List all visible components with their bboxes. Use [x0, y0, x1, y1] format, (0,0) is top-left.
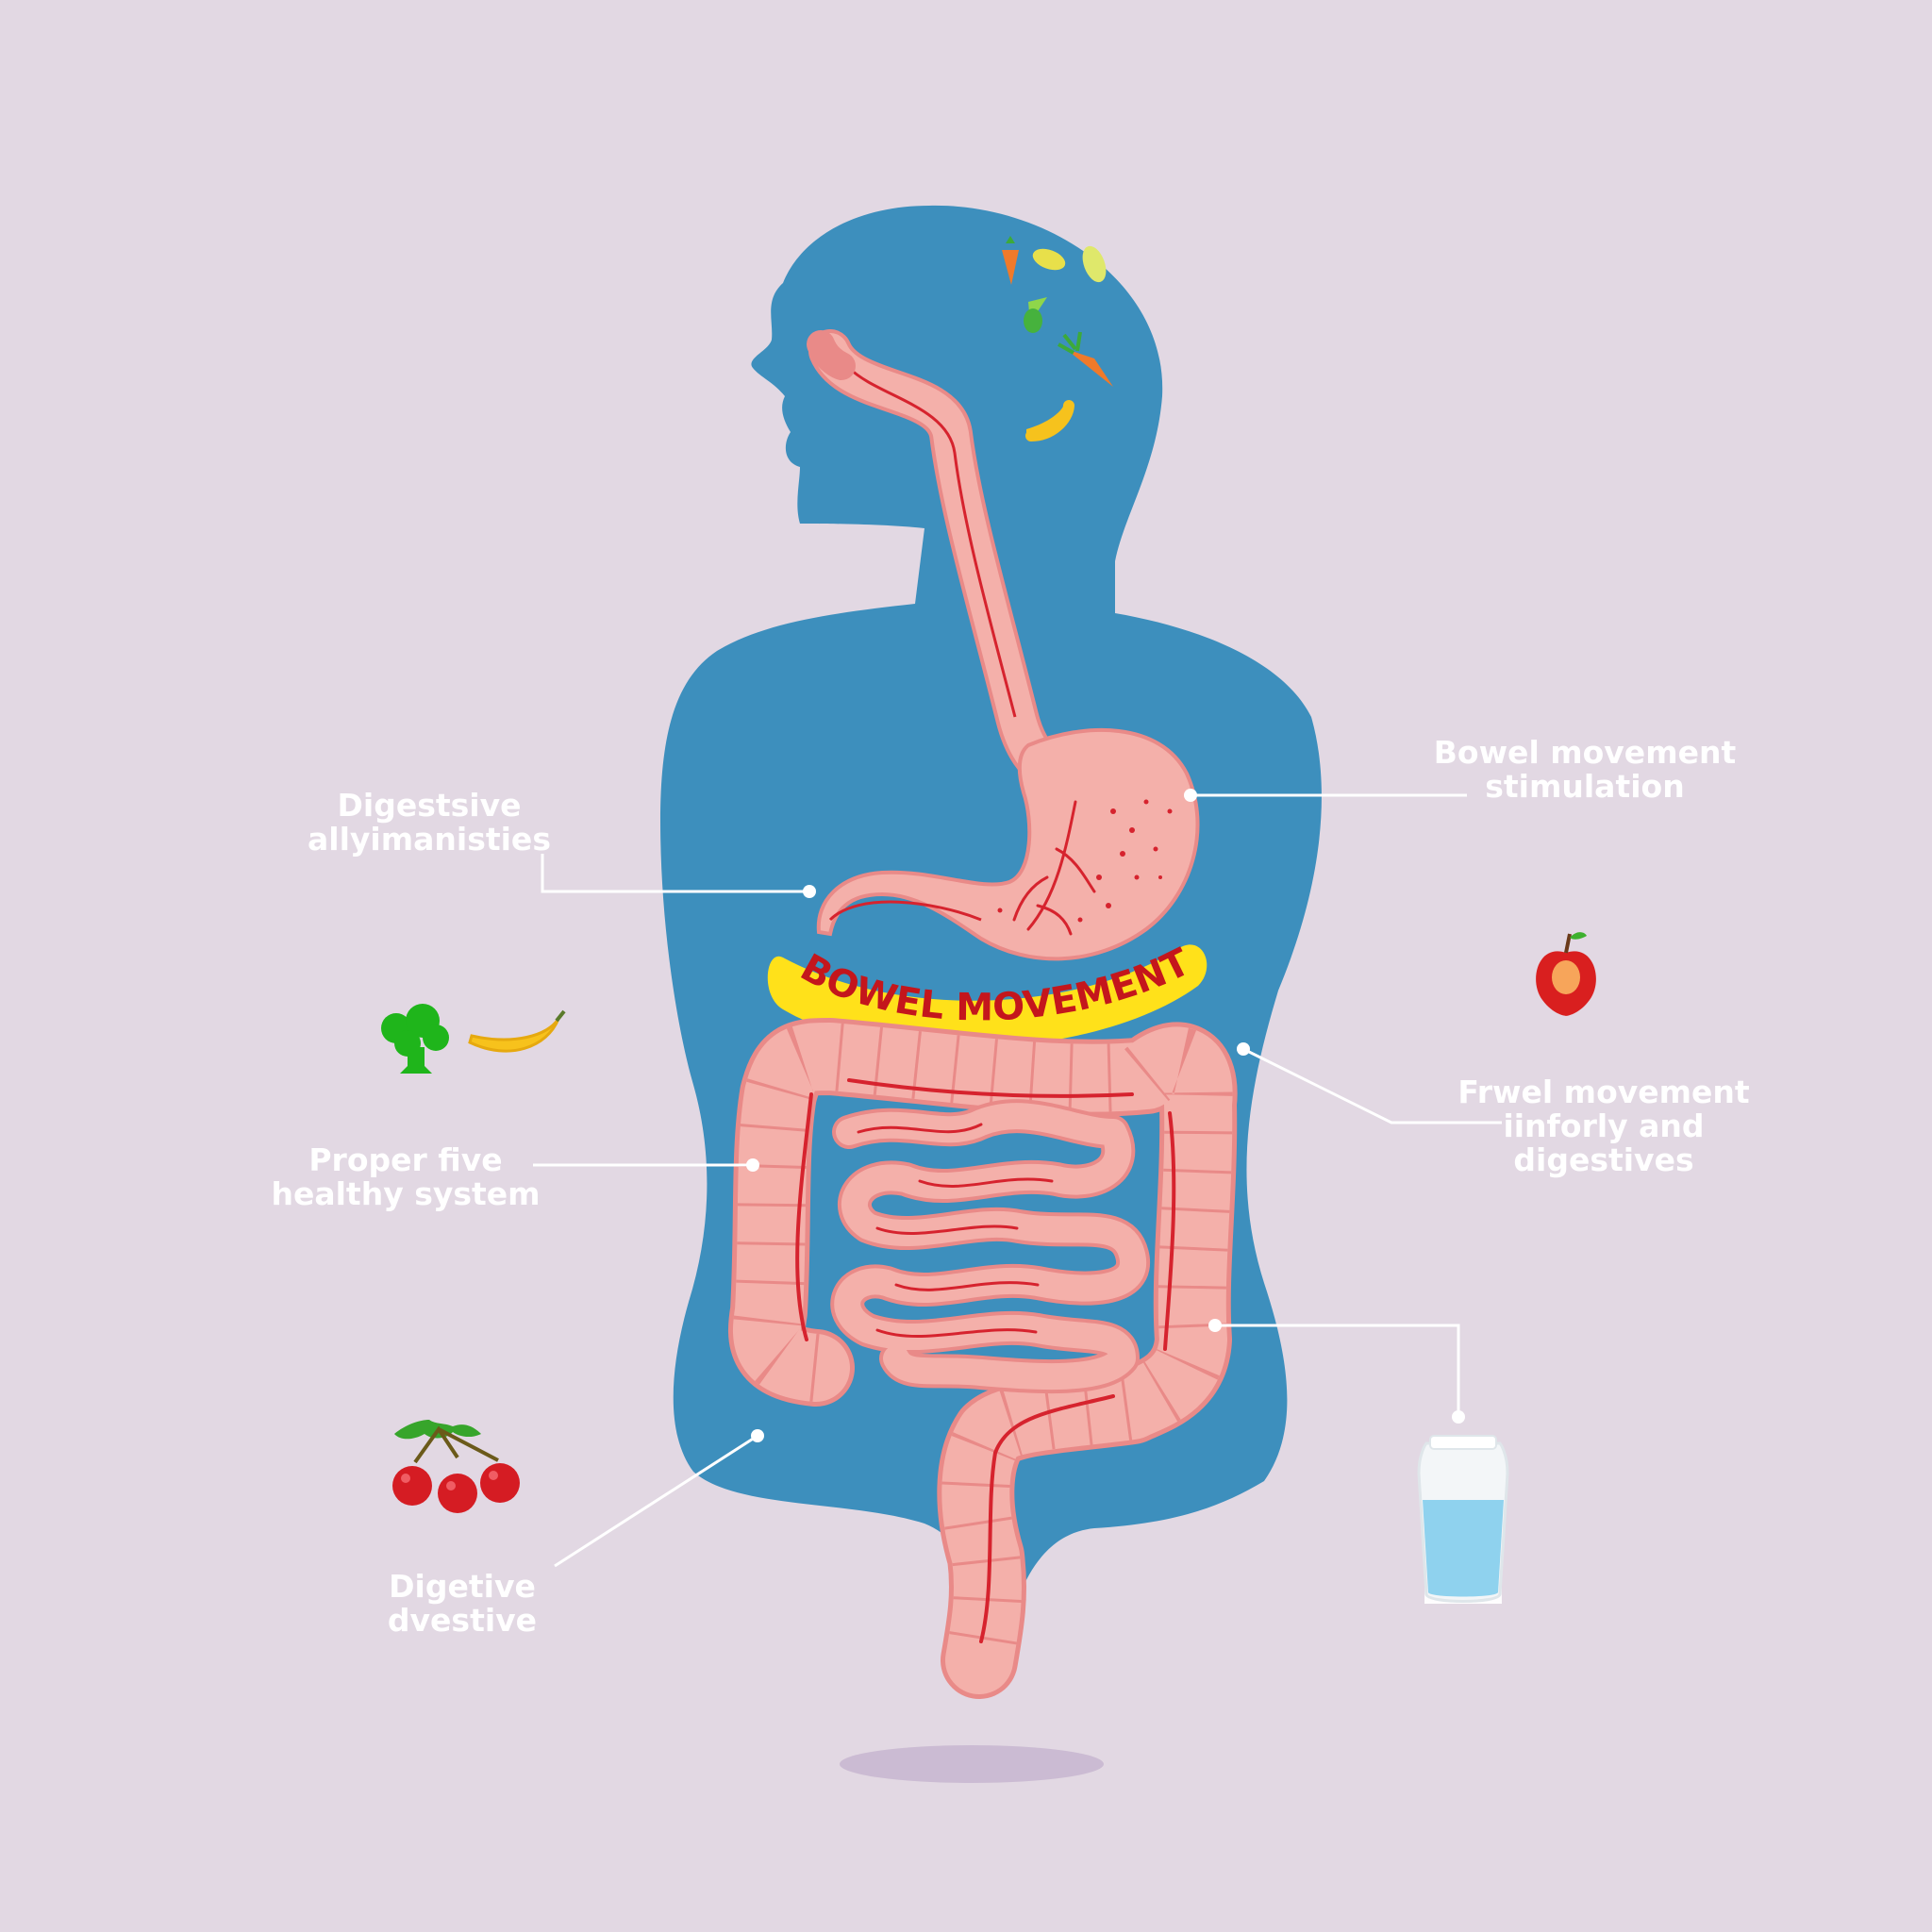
large-intestine	[728, 1018, 1238, 1699]
callout-mid-right-line-1: Frwel movement	[1457, 1074, 1750, 1110]
small-intestine	[830, 1099, 1150, 1394]
carrot-icon	[1002, 236, 1113, 387]
banana-icon	[468, 1009, 566, 1053]
floor-shadow	[840, 1745, 1104, 1783]
leader-lines	[533, 793, 1502, 1568]
leader-dots	[746, 789, 1465, 1442]
callout-upper-left: Digestsive allyimanisties	[283, 789, 575, 857]
callout-upper-left-line-1: Digestsive	[337, 787, 522, 824]
banner-shape	[767, 944, 1208, 1048]
callout-lower-left-line-2: dvestive	[387, 1602, 538, 1639]
callout-mid-left: Proper five healthy system	[255, 1143, 557, 1211]
callout-lower-left: Digetive dvestive	[358, 1570, 566, 1638]
broccoli-icon	[381, 1004, 449, 1074]
callout-upper-left-line-2: allyimanisties	[308, 821, 551, 858]
callout-mid-right-line-2: iinforly and	[1503, 1108, 1705, 1144]
stomach	[816, 727, 1200, 961]
callout-upper-right: Bowel movement stimulation	[1415, 736, 1755, 804]
pepper-icon	[1024, 245, 1107, 441]
callout-mid-right: Frwel movement iinforly and digestives	[1434, 1075, 1774, 1177]
apple-icon	[1536, 932, 1596, 1016]
stomach-dots	[997, 799, 1173, 923]
cherries-icon	[392, 1420, 520, 1513]
callout-mid-left-line-2: healthy system	[271, 1175, 541, 1212]
callout-lower-left-line-1: Digetive	[389, 1568, 536, 1605]
callout-upper-right-line-1: Bowel movement	[1433, 734, 1737, 771]
water-glass-icon	[1417, 1435, 1509, 1604]
callout-mid-right-line-3: digestives	[1513, 1141, 1694, 1178]
callout-mid-left-line-1: Proper five	[308, 1141, 503, 1178]
callout-upper-right-line-2: stimulation	[1485, 768, 1685, 805]
